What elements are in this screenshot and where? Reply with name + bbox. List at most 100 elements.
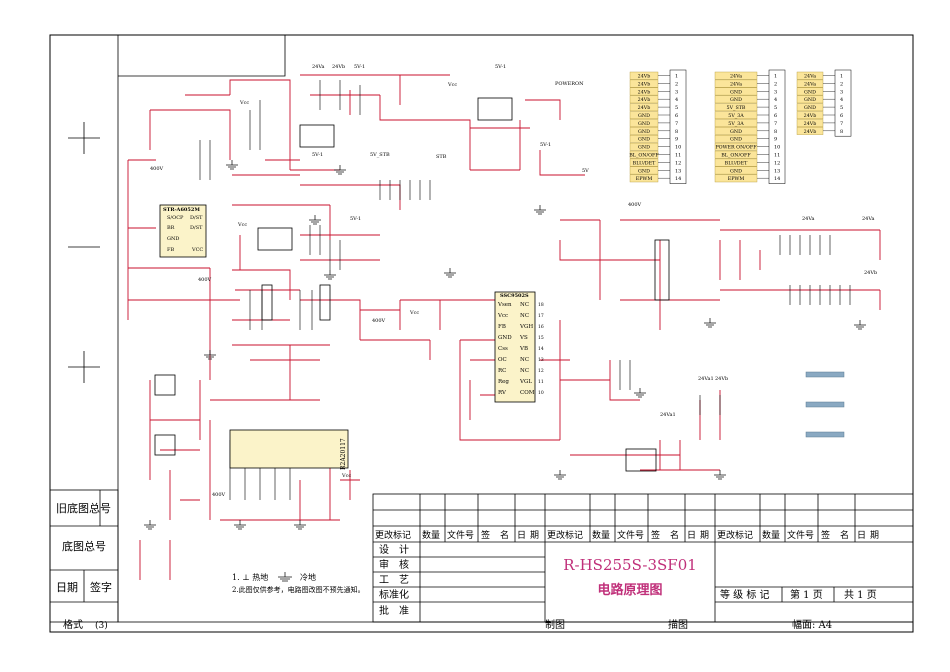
connector-pin-number: 6 xyxy=(774,113,777,119)
ic-ssc-pin-number: 16 xyxy=(538,324,544,330)
ic-str-a6052m: STR-A6052M S/OCP BR GND FB D/ST D/ST VCC xyxy=(159,204,207,258)
connector-pin-number: 14 xyxy=(774,176,780,182)
ground-symbol xyxy=(554,470,566,480)
connector-pin-number: 7 xyxy=(774,121,777,127)
change-header-cell: 日 xyxy=(857,530,866,541)
ground-symbol xyxy=(309,215,321,225)
approval-process: 工 艺 xyxy=(379,574,409,586)
ic-ssc-pin: Css xyxy=(498,346,508,352)
ic-str-pin: S/OCP xyxy=(167,215,184,221)
net-label: 400V xyxy=(628,202,642,208)
connector-pin-label: 5V_STB xyxy=(727,105,746,111)
change-header-cell: 文件号 xyxy=(787,529,814,541)
ic-ssc-pin: OC xyxy=(498,357,507,363)
connector-pin-label: 24Vb xyxy=(804,129,817,135)
connector-pin-label: GND xyxy=(638,129,650,135)
approval-column: 设 计 审 核 工 艺 标准化 批 准 xyxy=(379,543,409,617)
date-label: 日期 xyxy=(56,581,78,594)
connector-pin-number: 6 xyxy=(840,113,843,119)
connector-pin-label: 5V_3A xyxy=(728,121,744,127)
optocouplers xyxy=(257,97,657,472)
connector-body xyxy=(669,69,687,184)
connector-pin-label: 24Vb xyxy=(638,89,651,95)
connector-pin-number: 4 xyxy=(675,97,678,103)
net-label: 5V-1 xyxy=(312,152,323,158)
connector-pin-number: 2 xyxy=(774,81,777,87)
connector-pin-number: 11 xyxy=(774,153,780,159)
net-label: 5V-1 xyxy=(350,216,361,222)
ic-ssc-pin: Vsen xyxy=(497,302,512,308)
ic-ssc-pin: NC xyxy=(520,313,529,319)
connector-pin-label: GND xyxy=(804,97,816,103)
connector-pin-label: 24Va xyxy=(730,74,742,80)
ground-symbol xyxy=(444,268,456,278)
connector-pin-label: GND xyxy=(730,97,742,103)
drawing-number: R-HS255S-3SF01 xyxy=(563,556,697,574)
connector-pin-number: 2 xyxy=(675,81,678,87)
net-label: 400V xyxy=(372,318,386,324)
ground-symbol xyxy=(324,270,336,280)
connector-pin-label: EPWM xyxy=(636,176,653,182)
registration-marks xyxy=(68,122,100,383)
ic-str-pin: VCC xyxy=(191,247,203,253)
ic-ssc-pin: Vcc xyxy=(497,313,508,319)
connector-pin-label: GND xyxy=(730,168,742,174)
change-header-cell: 日 xyxy=(687,530,696,541)
net-label: 24Va xyxy=(312,64,325,70)
connector-pin-label: BL_ON/OFF xyxy=(629,153,659,159)
connector-pin-number: 4 xyxy=(840,97,843,103)
connector-pin-label: BL_ON/OFF xyxy=(721,153,751,159)
net-label: Vcc xyxy=(239,100,249,106)
ic-ssc-pin: Reg xyxy=(498,379,509,385)
transformers xyxy=(154,239,670,456)
connector-pin-label: GND xyxy=(638,137,650,143)
schematic-wiring xyxy=(127,74,881,580)
connector-pin-label: 24Va xyxy=(804,74,816,80)
connector-pin-number: 1 xyxy=(774,74,777,80)
traced-label: 描图 xyxy=(668,618,688,631)
ground-symbol xyxy=(714,470,726,480)
connector-pin-label: BLU/DET xyxy=(725,160,748,166)
ic-ssc-pin-number: 17 xyxy=(538,313,544,319)
format-number: (3) xyxy=(95,620,108,631)
ground-symbol xyxy=(854,320,866,330)
ground-symbol xyxy=(334,165,346,175)
net-label: 5V-1 xyxy=(495,64,506,70)
connector-pin-number: 6 xyxy=(675,113,678,119)
old-drawing-no-label: 旧底图总号 xyxy=(56,501,111,515)
connector-pin-number: 8 xyxy=(774,129,777,135)
connector-pin-label: BLU/DET xyxy=(633,160,656,166)
connector-pin-number: 1 xyxy=(675,74,678,80)
net-label: 5V-1 xyxy=(540,142,551,148)
ic-r2a-name: R2A20117 xyxy=(340,438,347,470)
change-header-cell: 数量 xyxy=(762,529,780,541)
ic-ssc-pin: NC xyxy=(520,368,529,374)
ic-ssc-pin: VGL xyxy=(519,379,532,385)
net-label: 24Va xyxy=(862,216,875,222)
net-label: STB xyxy=(436,154,447,160)
ic-ssc-pin-number: 14 xyxy=(538,346,544,352)
connector-pin-label: 24Vb xyxy=(804,121,817,127)
change-header-cell: 日 xyxy=(517,530,526,541)
footer-strip: 格式 (3) 制图 描图 幅面: A4 xyxy=(63,618,832,631)
connector-pin-label: GND xyxy=(804,105,816,111)
drawn-label: 制图 xyxy=(545,618,565,631)
approval-standard: 标准化 xyxy=(379,588,409,601)
connector-pin-label: 24Vb xyxy=(638,97,651,103)
change-header-cell: 签 xyxy=(481,529,490,541)
net-label: 24Va1 xyxy=(698,376,714,382)
ic-ssc-pin-number: 18 xyxy=(538,302,544,308)
drawing-no-label: 底图总号 xyxy=(62,539,106,553)
connector-pin-number: 12 xyxy=(774,160,780,166)
connector-pin-label: 24Vb xyxy=(638,74,651,80)
approval-review: 审 核 xyxy=(379,558,409,571)
connector-pin-number: 5 xyxy=(840,105,843,111)
grade-mark: 等 级 标 记 xyxy=(720,588,770,601)
net-label: POWERON xyxy=(555,81,584,87)
top-left-notch xyxy=(118,35,286,77)
connector-pin-number: 8 xyxy=(675,129,678,135)
net-label: 400V xyxy=(198,277,212,283)
ground-symbols xyxy=(144,160,866,530)
connector-pin-label: GND xyxy=(730,137,742,143)
net-label: 400V xyxy=(212,492,226,498)
